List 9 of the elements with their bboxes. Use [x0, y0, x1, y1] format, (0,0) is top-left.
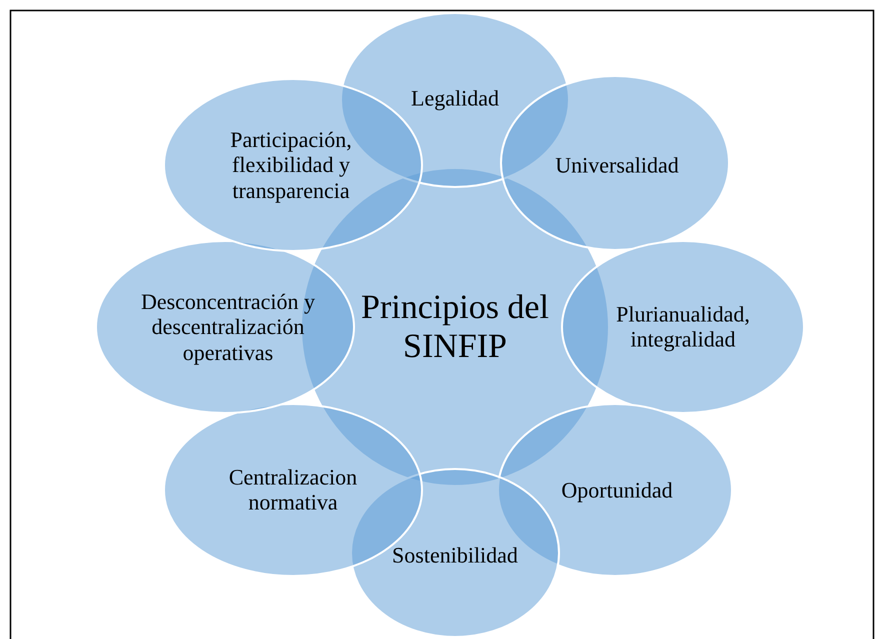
principle-label: Universalidad: [554, 152, 680, 178]
principle-label: Desconcentración y descentralización operativas: [140, 289, 316, 365]
principle-label: Sostenibilidad: [391, 542, 519, 568]
principle-label: Oportunidad: [560, 477, 674, 503]
principle-label: Participación, flexibilidad y transparencia: [229, 127, 353, 203]
principle-label: Centralizacion normativa: [228, 464, 358, 516]
central-title: Principios del SINFIP: [360, 288, 550, 366]
principle-label: Legalidad: [410, 85, 500, 111]
principle-label: Plurianualidad, integralidad: [615, 302, 751, 352]
